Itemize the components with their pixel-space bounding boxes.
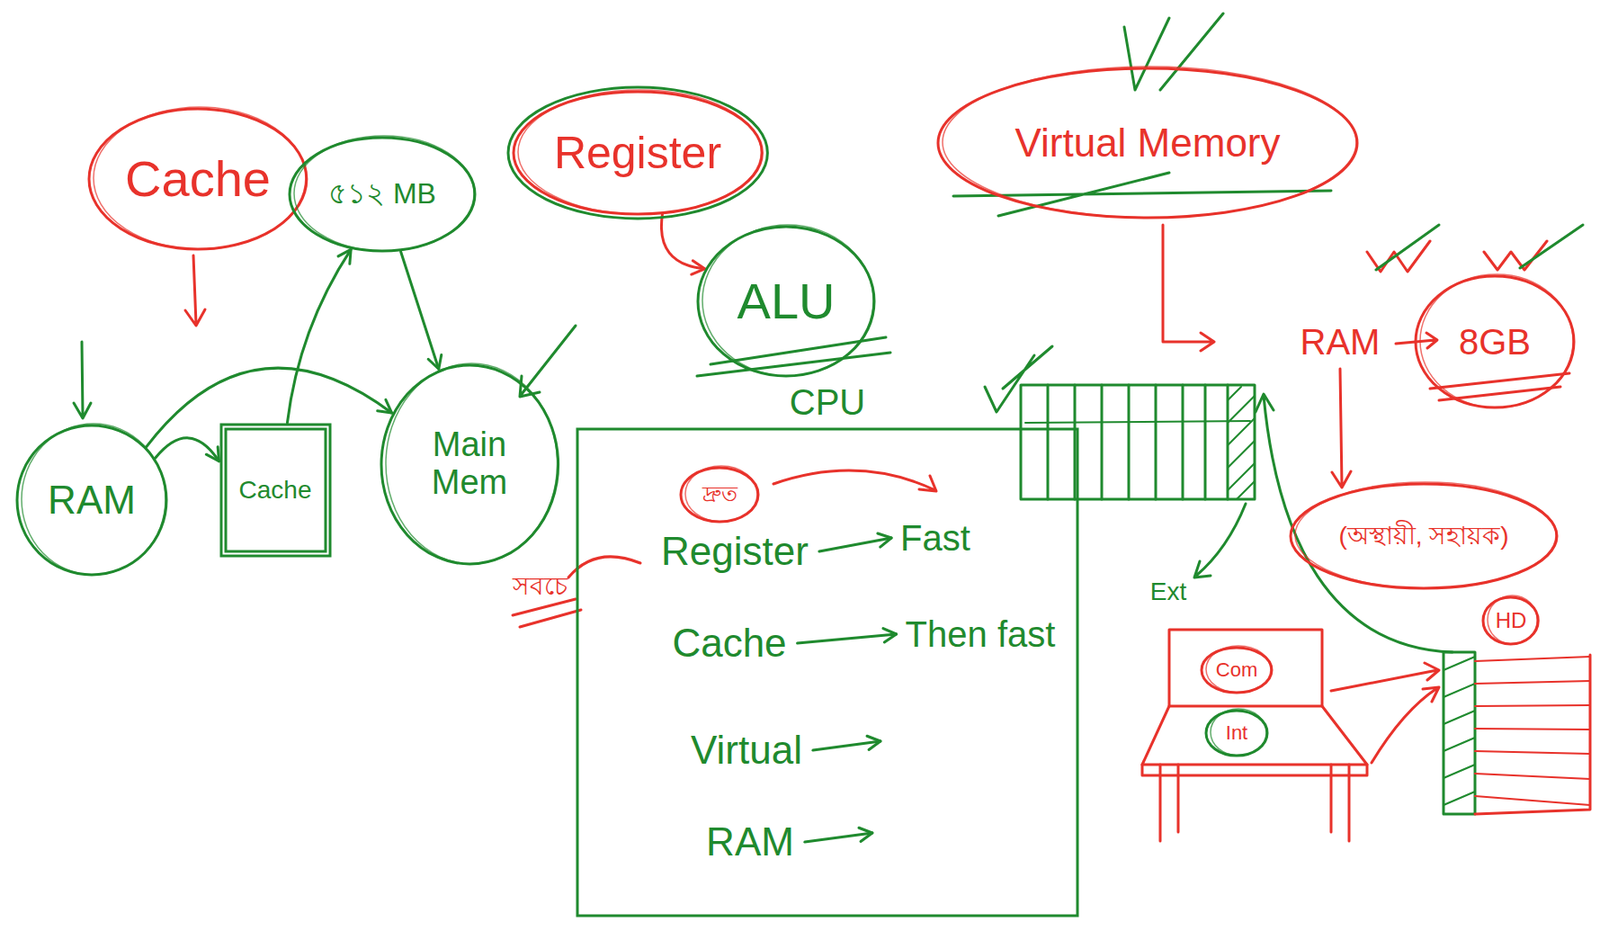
check-mark xyxy=(1124,13,1224,90)
check-mark xyxy=(1376,224,1583,270)
note-bubble: (অস্থায়ী, সহায়ক) xyxy=(1288,482,1559,590)
arrow-stroke xyxy=(519,325,576,397)
pointer-arrow xyxy=(797,628,897,644)
screen-circle: Int xyxy=(1204,708,1270,758)
cache-box: Cache xyxy=(219,422,332,558)
list-item: Fast xyxy=(900,518,971,558)
node-text: Register xyxy=(554,128,722,179)
topic-bubble: Register xyxy=(511,89,764,216)
arrow-stroke xyxy=(773,470,937,492)
arrow-head xyxy=(338,249,351,264)
arrow-stroke xyxy=(73,341,91,419)
list-item: Then fast xyxy=(905,614,1056,654)
list-item: RAM xyxy=(706,820,795,864)
pointer-arrow xyxy=(813,735,881,751)
connector-line xyxy=(401,251,439,370)
node-text: Cache xyxy=(239,476,313,505)
connector xyxy=(286,249,351,423)
arrow-head xyxy=(858,827,873,841)
pointer-arrow xyxy=(819,533,892,552)
memory-label: RAM xyxy=(1300,321,1381,362)
arrow-stroke xyxy=(185,255,206,326)
node-text: Virtual Memory xyxy=(1014,121,1280,165)
arrow-head xyxy=(377,399,393,413)
strike-line xyxy=(512,598,582,627)
arrow-head xyxy=(428,355,442,370)
laptop-drawing xyxy=(1142,629,1368,841)
arrow-stroke xyxy=(1371,687,1440,763)
connector-line xyxy=(146,367,393,447)
disk-circle: HD xyxy=(1481,595,1540,646)
topic-bubble: Virtual Memory xyxy=(936,66,1359,220)
node-text: (অস্থায়ী, সহায়ক) xyxy=(1338,522,1509,551)
connector xyxy=(146,367,393,447)
topic-bubble: Cache xyxy=(87,107,309,251)
note-label: সবচে xyxy=(512,572,568,601)
node-outline xyxy=(575,427,1080,918)
strike-line xyxy=(953,172,1332,216)
pointer-line xyxy=(819,537,892,552)
check-mark xyxy=(984,346,1053,412)
list-item: Register xyxy=(661,529,809,573)
screen-circle: Com xyxy=(1199,645,1274,695)
arrow-head xyxy=(883,628,897,643)
arrow-head xyxy=(867,735,881,750)
node-text: Com xyxy=(1215,659,1258,681)
arrow-stroke xyxy=(568,556,641,578)
arrow-stroke xyxy=(1194,503,1246,578)
connector-line xyxy=(661,214,705,269)
note-circle: দ্রুত xyxy=(679,465,760,524)
memory-strip xyxy=(1020,384,1255,500)
node-text: ALU xyxy=(737,273,836,330)
connector xyxy=(401,251,442,370)
arrow-stroke xyxy=(1331,368,1351,488)
list-item: Virtual xyxy=(690,728,803,772)
arrow-stroke xyxy=(1331,662,1440,691)
arrow-head xyxy=(205,446,219,462)
arrow-head xyxy=(877,533,892,547)
pointer-arrow xyxy=(804,827,873,842)
node-text: Int xyxy=(1225,722,1248,744)
note-bubble: ৫১২ MB xyxy=(287,135,477,253)
arrow-head xyxy=(691,260,706,275)
memory-circle: Main Mem xyxy=(379,363,561,566)
hard-disk-drawing xyxy=(1443,652,1591,814)
size-circle: 8GB xyxy=(1413,274,1576,410)
node-text: ৫১২ MB xyxy=(328,178,437,210)
node-text: HD xyxy=(1495,608,1528,633)
connector-line xyxy=(155,437,220,462)
connector xyxy=(661,214,705,275)
connector-line xyxy=(286,249,351,423)
node-text: দ্রুত xyxy=(702,482,738,506)
node-text: Cache xyxy=(125,151,271,207)
connector xyxy=(155,437,220,462)
memory-circle: RAM xyxy=(15,423,169,577)
list-item: Cache xyxy=(671,621,787,665)
node-text: Main Mem xyxy=(411,426,528,502)
node-text: RAM xyxy=(47,478,136,522)
node-text: 8GB xyxy=(1458,321,1531,362)
note-label: Ext xyxy=(1150,578,1187,607)
cpu-box: CPUদ্রুত xyxy=(575,427,1080,918)
node-heading: CPU xyxy=(575,382,1080,422)
alu-circle: ALU xyxy=(696,224,876,378)
pointer-line xyxy=(797,634,897,644)
arrow-stroke xyxy=(1162,224,1215,351)
